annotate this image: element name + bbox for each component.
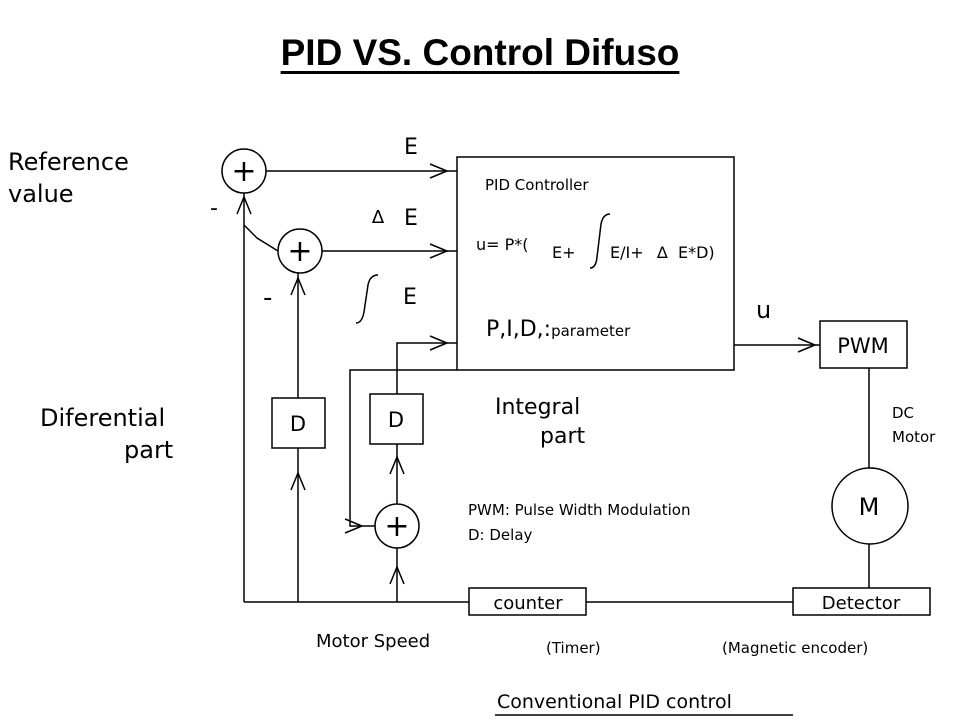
- controller-title: PID Controller: [485, 176, 589, 194]
- delta-symbol: ∆: [371, 207, 385, 228]
- pwm-label: PWM: [837, 334, 889, 358]
- motor-label: M: [859, 493, 880, 521]
- arrow-delay-right-icon: [429, 335, 449, 351]
- formula-ei: E/I+: [610, 243, 644, 262]
- delay-left-label: D: [290, 412, 306, 436]
- dc-motor-label-line2: Motor: [892, 428, 936, 446]
- plus-sign-1: +: [231, 154, 256, 189]
- reference-label-line1: Reference: [8, 148, 129, 176]
- reference-label-line2: value: [8, 180, 74, 208]
- formula-e: E+: [552, 243, 576, 262]
- delta-e-signal-label: E: [404, 206, 418, 231]
- minus-sign-1: -: [210, 196, 218, 221]
- arrow-integral-loop-icon: [344, 518, 364, 534]
- integral-e-signal-label: E: [403, 285, 417, 310]
- u-output-label: u: [756, 296, 771, 324]
- parameters-main: P,I,D,:: [486, 317, 551, 342]
- detector-label: Detector: [822, 593, 901, 614]
- formula-ed: E*D): [678, 243, 715, 262]
- motor-speed-label: Motor Speed: [316, 631, 430, 652]
- delay-right-to-controller-line: [396, 342, 457, 394]
- page-title: PID VS. Control Difuso: [280, 32, 680, 73]
- timer-label: (Timer): [546, 639, 601, 657]
- integral-label-line1: Integral: [495, 395, 580, 420]
- parameters-label: P,I,D,:parameter: [486, 317, 631, 342]
- motor-circle: [831, 467, 909, 545]
- legend-delay-definition: D: Delay: [468, 526, 533, 544]
- formula-delta: ∆: [656, 243, 668, 262]
- arrow-delay-right-up-icon: [389, 455, 405, 475]
- arrow-e-icon: [429, 163, 449, 179]
- feedback-to-junction-2-line: [243, 224, 279, 252]
- legend-pwm-definition: PWM: Pulse Width Modulation: [468, 501, 691, 519]
- e-signal-label: E: [404, 135, 418, 160]
- conventional-pid-label: Conventional PID control: [497, 691, 732, 713]
- plus-sign-2: +: [287, 234, 312, 269]
- arrow-delta-e-icon: [429, 243, 449, 259]
- arrow-junction-2-icon: [290, 276, 306, 296]
- minus-sign-2: -: [263, 283, 272, 313]
- counter-label: counter: [493, 593, 563, 614]
- arrow-u-icon: [797, 337, 817, 353]
- arrow-junction-3-icon: [389, 565, 405, 585]
- formula-integral-sign-icon: [589, 213, 611, 269]
- integral-sign-icon: [355, 274, 379, 324]
- integral-label-line2: part: [540, 424, 585, 449]
- magnetic-encoder-label: (Magnetic encoder): [722, 639, 868, 657]
- formula-u: u= P*(: [476, 235, 529, 254]
- plus-sign-3: +: [384, 509, 409, 544]
- pid-controller-box: [456, 156, 735, 371]
- arrow-junction-1-icon: [236, 195, 252, 215]
- parameters-word: parameter: [551, 322, 631, 340]
- delay-right-label: D: [388, 408, 404, 432]
- arrow-delay-left-icon: [290, 471, 306, 491]
- dc-motor-label-line1: DC: [892, 404, 914, 422]
- differential-label-line2: part: [124, 436, 173, 464]
- differential-label-line1: Diferential: [40, 404, 165, 432]
